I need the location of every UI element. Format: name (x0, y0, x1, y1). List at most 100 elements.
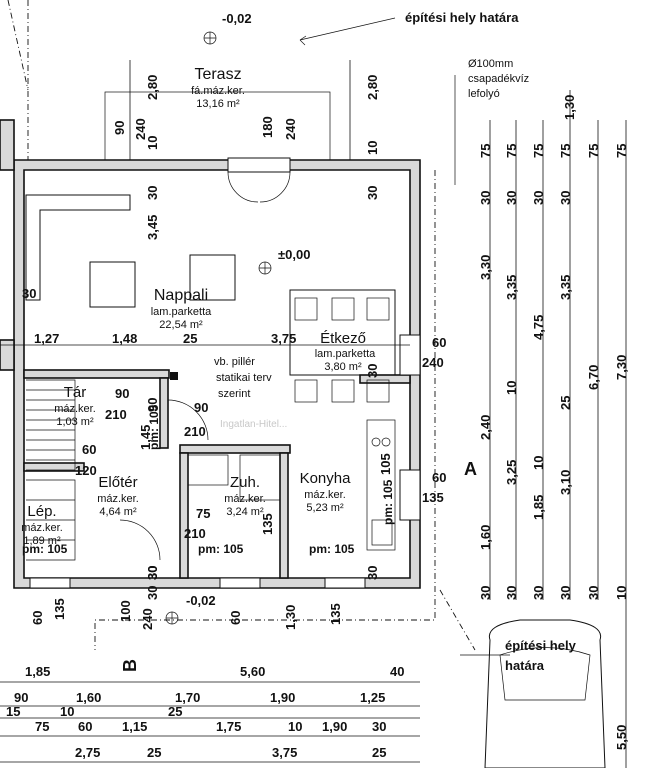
svg-text:210: 210 (105, 407, 127, 422)
dining-area: 3,80 m² (324, 361, 362, 373)
svg-text:135: 135 (52, 598, 67, 620)
svg-text:240: 240 (422, 355, 444, 370)
svg-text:240: 240 (140, 608, 155, 630)
svg-text:30: 30 (478, 191, 493, 205)
svg-text:105: 105 (378, 453, 393, 475)
level-marker-top (203, 31, 217, 45)
kitchen-name: Konyha (300, 470, 352, 487)
svg-text:15: 15 (6, 704, 20, 719)
window-dining (399, 334, 421, 376)
svg-text:30: 30 (372, 719, 386, 734)
pillar-label-1: vb. pillér (214, 356, 255, 368)
staircase (26, 379, 76, 561)
dining-name: Étkező (320, 330, 366, 347)
svg-text:1,60: 1,60 (478, 525, 493, 550)
pm-label-2: pm: 105 (198, 542, 244, 556)
dim-top-6: 240 (283, 118, 298, 140)
washbasin (187, 454, 229, 486)
level-top: -0,02 (222, 11, 252, 26)
boundary-label-top: építési hely határa (405, 10, 519, 25)
svg-text:10: 10 (288, 719, 302, 734)
boundary-line-left (7, 0, 29, 91)
svg-text:3,45: 3,45 (145, 215, 160, 240)
svg-text:30: 30 (558, 586, 573, 600)
svg-text:100: 100 (118, 600, 133, 622)
svg-text:10: 10 (614, 586, 629, 600)
svg-text:10: 10 (504, 381, 519, 395)
svg-text:30: 30 (531, 586, 546, 600)
hob-2 (381, 437, 391, 447)
wall-stub-top-left (0, 119, 15, 171)
wall-bath-right (279, 452, 289, 579)
dim-top-5: 180 (260, 116, 275, 138)
dim-top-0: 2,80 (145, 75, 160, 100)
svg-text:2,40: 2,40 (478, 415, 493, 440)
svg-text:1,90: 1,90 (322, 719, 347, 734)
svg-text:30: 30 (531, 191, 546, 205)
svg-text:25: 25 (147, 745, 161, 760)
drain-label-3: lefolyó (468, 88, 500, 100)
dim-top-2: 90 (112, 121, 127, 135)
watermark: Ingatlan-Hitel... (220, 419, 287, 430)
svg-text:10: 10 (531, 456, 546, 470)
svg-text:1,85: 1,85 (25, 664, 50, 679)
svg-text:30: 30 (145, 566, 160, 580)
svg-text:7,30: 7,30 (614, 355, 629, 380)
terrace-floor: fá.máz.ker. (191, 85, 245, 97)
pantry-area: 1,03 m² (56, 416, 94, 428)
stairs-name: Lép. (27, 503, 56, 520)
svg-text:5,60: 5,60 (240, 664, 265, 679)
stairs-area: 1,89 m² (23, 535, 61, 547)
section-a-marker: A (464, 459, 477, 479)
svg-text:75: 75 (478, 144, 493, 158)
svg-text:1,70: 1,70 (175, 690, 200, 705)
wall-bath-top (179, 444, 291, 454)
svg-text:60: 60 (432, 470, 446, 485)
svg-text:60: 60 (432, 335, 446, 350)
svg-text:30: 30 (365, 364, 380, 378)
dim-top-8: 1,30 (562, 95, 577, 120)
svg-text:90: 90 (145, 398, 160, 412)
svg-text:1,75: 1,75 (216, 719, 241, 734)
dining-floor: lam.parketta (315, 348, 376, 360)
chair-4 (294, 379, 318, 403)
window-bottom-2 (219, 577, 261, 589)
boundary-arrow-top (299, 35, 307, 46)
car (484, 619, 606, 768)
svg-text:3,30: 3,30 (478, 255, 493, 280)
pillar-label-3: szerint (218, 388, 250, 400)
drain-label-2: csapadékvíz (468, 73, 529, 85)
terrace-door (227, 157, 291, 173)
svg-text:135: 135 (328, 603, 343, 625)
svg-text:1,30: 1,30 (283, 605, 298, 630)
bath-floor: máz.ker. (224, 493, 266, 505)
svg-text:75: 75 (35, 719, 49, 734)
chair-6 (366, 379, 390, 403)
living-area: 22,54 m² (159, 319, 203, 331)
svg-text:30: 30 (145, 186, 160, 200)
level-marker-bottom (165, 611, 179, 625)
svg-text:25: 25 (372, 745, 386, 760)
svg-text:3,75: 3,75 (271, 331, 296, 346)
svg-text:75: 75 (558, 144, 573, 158)
svg-text:60: 60 (228, 611, 243, 625)
svg-text:30: 30 (145, 566, 160, 580)
svg-text:120: 120 (75, 463, 97, 478)
pm-label-3: pm: 105 (309, 542, 355, 556)
svg-text:1,45: 1,45 (138, 425, 153, 450)
svg-text:6,70: 6,70 (586, 365, 601, 390)
boundary-leader-top (299, 17, 396, 41)
svg-text:3,25: 3,25 (504, 460, 519, 485)
dim-lines-bottom (0, 60, 420, 763)
svg-text:30: 30 (586, 586, 601, 600)
door-swing-pantry (167, 399, 209, 441)
pantry-floor: máz.ker. (54, 403, 96, 415)
bath-area: 3,24 m² (226, 506, 264, 518)
level-marker-main (258, 261, 272, 275)
chair-5 (331, 379, 355, 403)
terrace-name: Terasz (194, 66, 241, 83)
dims-interior: 3,45 30 30 1,45 90 30 1,27 1,48 25 3,75 … (22, 186, 446, 580)
kitchen-area: 5,23 m² (306, 502, 344, 514)
diag-line (439, 589, 476, 651)
dims-bottom-vertical: 60 135 100 240 1,30 60 135 30 30 30 (30, 566, 380, 630)
